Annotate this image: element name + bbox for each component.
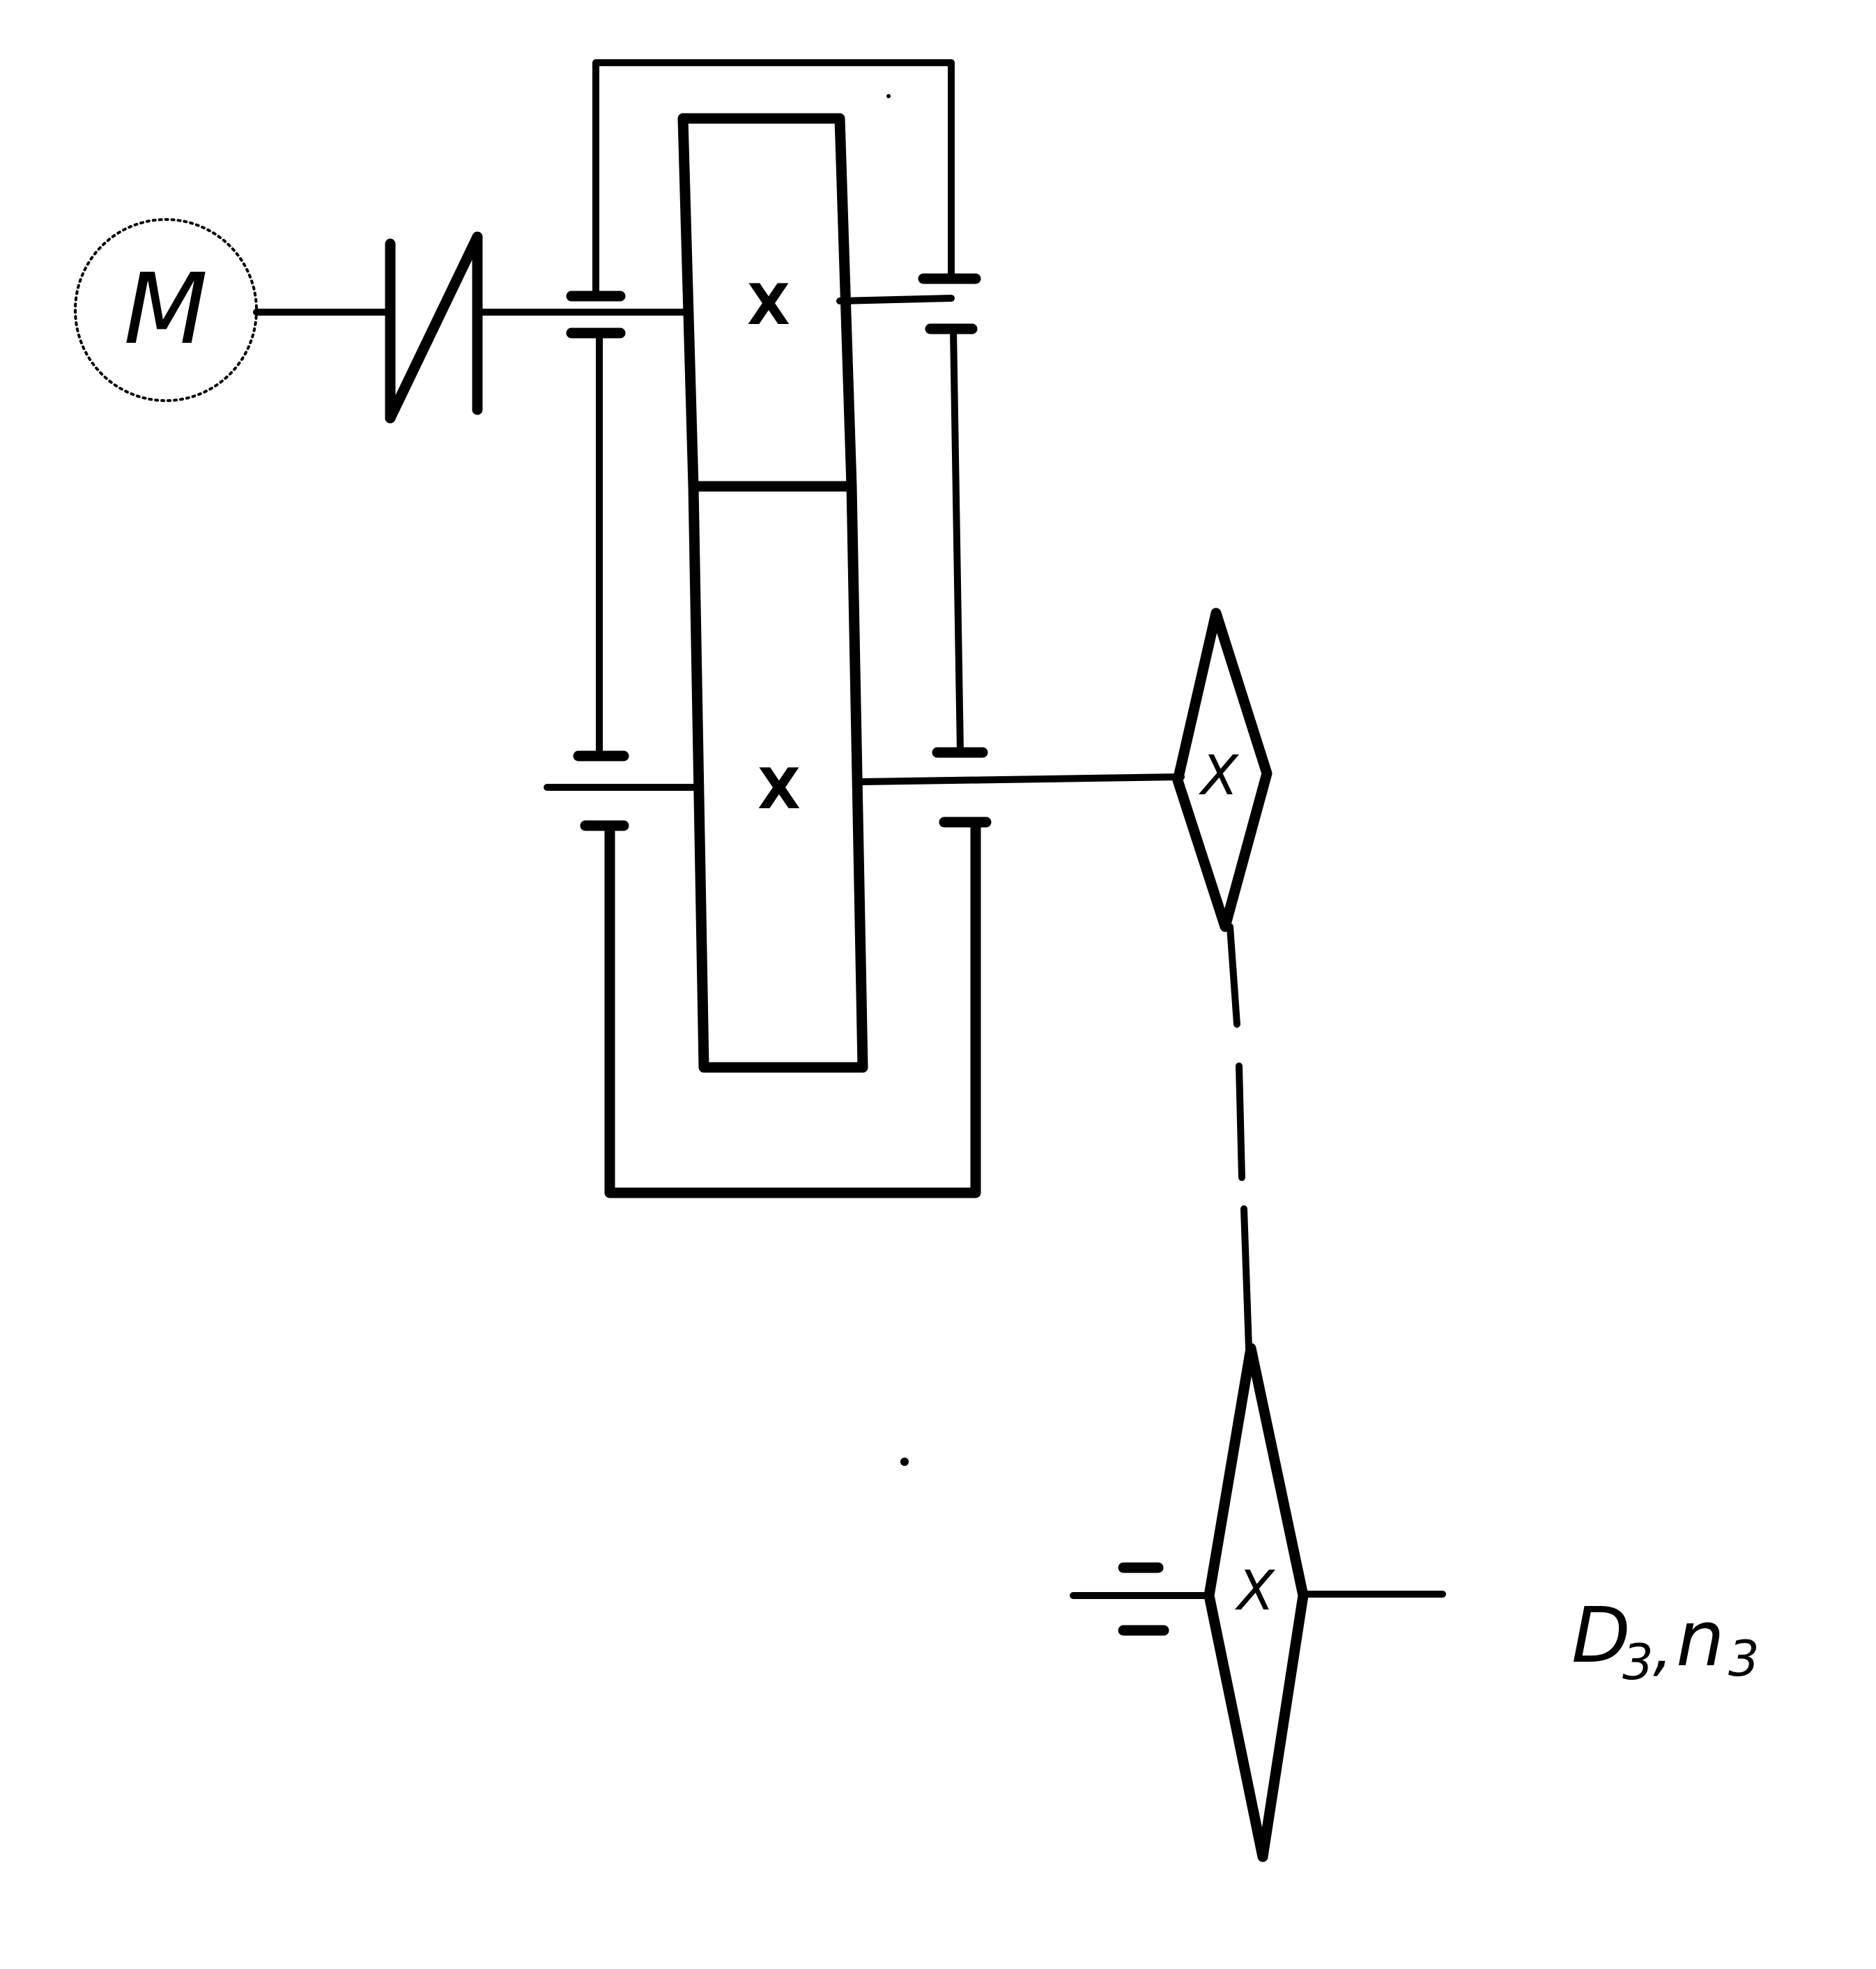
drive-sprocket-body bbox=[1172, 608, 1273, 932]
speck-2 bbox=[886, 94, 891, 98]
drive-sprocket: X bbox=[1172, 608, 1273, 932]
output-shaft-right bbox=[859, 773, 1185, 785]
chain-segment-3 bbox=[1240, 1205, 1252, 1352]
speck-1 bbox=[900, 1458, 909, 1466]
output-label-sub-2: 3 bbox=[1728, 1630, 1760, 1688]
housing-right-column bbox=[950, 325, 964, 756]
lower-gear-body bbox=[688, 481, 868, 1073]
motor: M bbox=[74, 218, 258, 402]
output-label-sub: 3 bbox=[1622, 1634, 1654, 1691]
output-label-main-2: n bbox=[1676, 1594, 1725, 1683]
lower-gear-mark: X bbox=[758, 757, 801, 821]
chain bbox=[1227, 923, 1252, 1352]
coupling-diagonal bbox=[385, 231, 483, 424]
output-label: D 3 , n 3 bbox=[1571, 1591, 1760, 1691]
driven-bearing bbox=[1118, 1562, 1169, 1636]
lower-gear: X bbox=[688, 481, 868, 1073]
input-shaft-right bbox=[836, 295, 955, 304]
output-label-separator: , bbox=[1653, 1611, 1673, 1684]
driven-sprocket-mark: X bbox=[1234, 1560, 1275, 1623]
chain-segment-1 bbox=[1227, 923, 1240, 1028]
chain-segment-2 bbox=[1236, 1063, 1245, 1181]
housing-top-bracket bbox=[592, 59, 955, 300]
driven-sprocket: X bbox=[1204, 1343, 1309, 1862]
driven-sprocket-body bbox=[1204, 1343, 1309, 1862]
motor-label: M bbox=[124, 253, 208, 366]
upper-gear: X bbox=[677, 113, 857, 492]
drive-sprocket-mark: X bbox=[1198, 745, 1239, 808]
coupling bbox=[385, 231, 483, 424]
upper-gear-mark: X bbox=[747, 272, 790, 337]
output-label-main: D bbox=[1571, 1591, 1631, 1680]
housing-bottom-bracket bbox=[604, 820, 981, 1198]
gearbox-housing bbox=[566, 59, 992, 1198]
